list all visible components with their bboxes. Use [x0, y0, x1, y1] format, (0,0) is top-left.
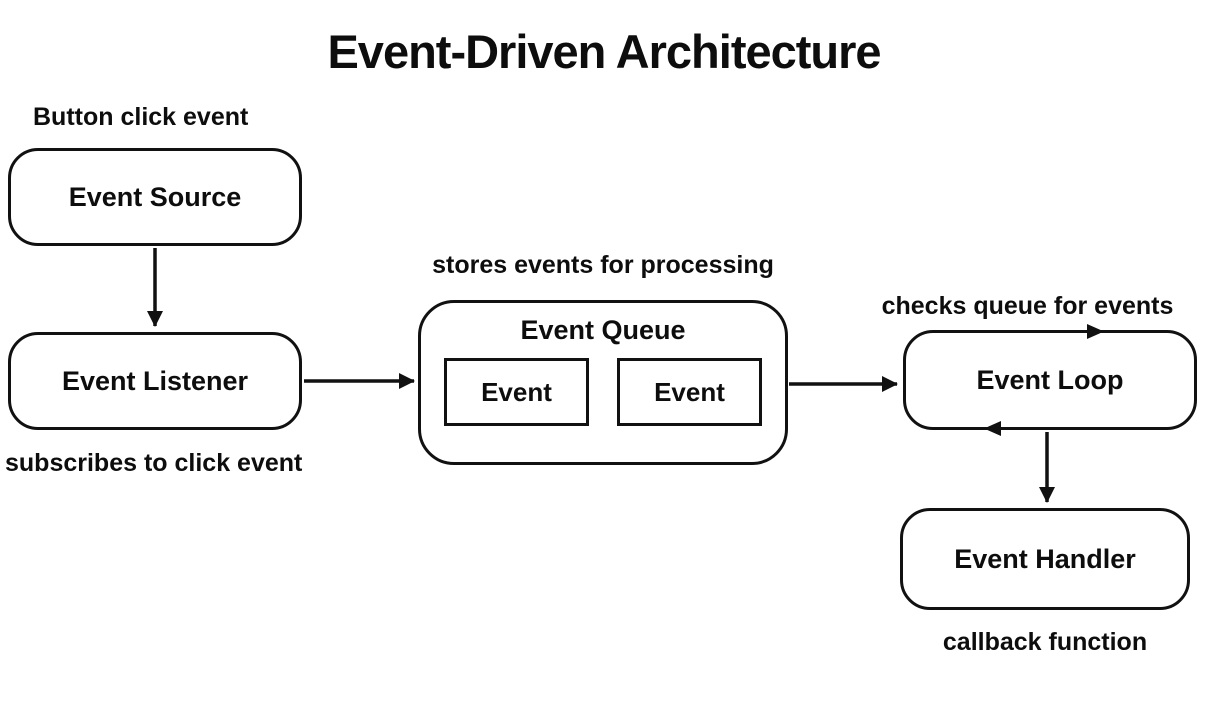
node-event-listener-label: Event Listener: [61, 365, 249, 396]
node-event-handler: Event Handler: [900, 508, 1190, 610]
queue-item-event-1-label: Event: [481, 376, 552, 407]
queue-item-event-2: Event: [617, 358, 762, 426]
node-event-loop: Event Loop: [903, 330, 1197, 430]
node-event-source-label: Event Source: [68, 181, 242, 212]
node-event-listener: Event Listener: [8, 332, 302, 430]
annotation-subscribes-to-click-event: subscribes to click event: [5, 449, 303, 477]
node-event-queue-label: Event Queue: [520, 315, 686, 345]
node-event-loop-label: Event Loop: [976, 364, 1124, 395]
annotation-callback-function: callback function: [942, 628, 1148, 656]
node-event-handler-label: Event Handler: [954, 543, 1136, 574]
event-queue-items: Event Event: [444, 358, 762, 426]
queue-item-event-2-label: Event: [654, 376, 725, 407]
node-event-queue: Event Queue Event Event: [418, 300, 788, 465]
page-title: Event-Driven Architecture: [327, 25, 881, 78]
annotation-stores-events-for-processing: stores events for processing: [432, 251, 774, 279]
annotation-button-click-event: Button click event: [33, 103, 249, 131]
annotation-checks-queue-for-events: checks queue for events: [881, 292, 1174, 320]
queue-item-event-1: Event: [444, 358, 589, 426]
node-event-source: Event Source: [8, 148, 302, 246]
